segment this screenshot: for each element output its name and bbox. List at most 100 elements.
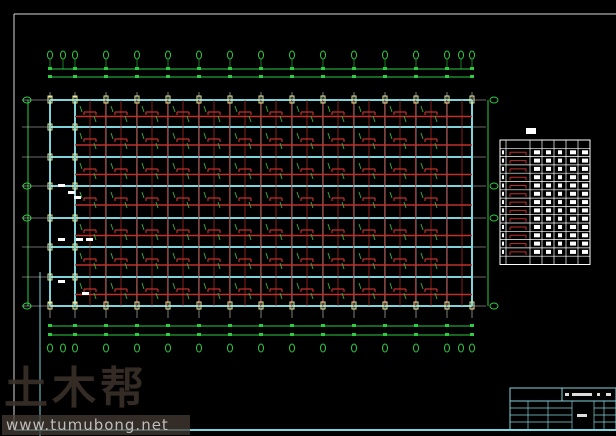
support-rebar-mark [269, 168, 283, 172]
support-rebar-mark [238, 111, 252, 115]
rebar-label-mark [296, 252, 314, 270]
table-rebar-shape [509, 226, 527, 230]
annotation-block [74, 196, 81, 199]
table-cell-text [534, 208, 540, 213]
rebar-label-mark [420, 132, 438, 150]
column [72, 273, 78, 281]
rebar-label-mark [296, 162, 314, 180]
column [103, 95, 109, 104]
rebar-label-mark [296, 282, 314, 300]
column [47, 153, 53, 161]
dimension-tick [48, 75, 52, 78]
rebar-label-mark [296, 105, 314, 123]
column [469, 301, 475, 310]
table-rebar-shape [509, 251, 527, 255]
support-rebar-mark [145, 197, 159, 201]
support-rebar-mark [362, 197, 376, 201]
dimension-tick [197, 75, 201, 78]
column [227, 301, 233, 310]
rebar-label-mark [203, 162, 221, 180]
dimension-tick [414, 324, 418, 327]
rebar-label-mark [141, 132, 159, 150]
column [134, 301, 140, 310]
rebar-label-mark [141, 105, 159, 123]
table-rebar-shape [509, 218, 527, 222]
table-cell-text [502, 241, 504, 246]
dimension-tick [135, 324, 139, 327]
rebar-label-mark [420, 282, 438, 300]
rebar-label-mark [327, 105, 345, 123]
column [444, 301, 450, 310]
dimension-tick [73, 324, 77, 327]
support-rebar-mark [238, 288, 252, 292]
dimension-tick [352, 333, 356, 336]
dimension-tick [290, 333, 294, 336]
rebar-label-mark [265, 132, 283, 150]
rebar-label-mark [420, 191, 438, 209]
support-rebar-mark [83, 138, 97, 142]
support-rebar-mark [362, 138, 376, 142]
table-cell-text [502, 216, 504, 221]
support-rebar-mark [300, 111, 314, 115]
rebar-label-mark [203, 282, 221, 300]
table-cell-text [502, 208, 504, 213]
rebar-label-mark [296, 132, 314, 150]
rebar-label-mark [358, 252, 376, 270]
rebar-label-mark [265, 223, 283, 241]
support-rebar-mark [238, 168, 252, 172]
dimension-tick [166, 75, 170, 78]
column [382, 301, 388, 310]
table-cell-text [534, 200, 540, 205]
support-rebar-mark [269, 288, 283, 292]
dimension-tick [445, 324, 449, 327]
column [351, 95, 357, 104]
rebar-label-mark [79, 223, 97, 241]
table-cell-text [502, 175, 504, 180]
support-rebar-mark [114, 138, 128, 142]
table-cell-text [582, 166, 588, 171]
watermark-url: www.tumubong.net [2, 415, 190, 435]
column [72, 96, 78, 104]
dimension-tick [321, 75, 325, 78]
axis-bubble-bottom [320, 343, 326, 353]
support-rebar-mark [331, 288, 345, 292]
rebar-label-mark [234, 132, 252, 150]
axis-bubble-top [413, 50, 419, 60]
support-rebar-mark [145, 258, 159, 262]
table-rebar-shape [509, 185, 527, 189]
title-block-text [577, 414, 587, 417]
column [47, 96, 53, 104]
table-cell-text [570, 158, 576, 163]
table-rebar-shape [509, 243, 527, 247]
table-rebar-shape [509, 151, 527, 156]
axis-bubble-top [47, 50, 53, 60]
table-cell-text [502, 183, 504, 188]
dimension-tick [135, 333, 139, 336]
rebar-label-mark [358, 223, 376, 241]
rebar-label-mark [172, 282, 190, 300]
table-cell-text [546, 150, 551, 155]
support-rebar-mark [269, 138, 283, 142]
table-cell-text [582, 150, 588, 155]
dimension-tick [166, 324, 170, 327]
table-cell-text [502, 158, 504, 163]
axis-bubble-bottom [289, 343, 295, 353]
rebar-label-mark [389, 105, 407, 123]
rebar-label-mark [296, 191, 314, 209]
rebar-label-mark [389, 252, 407, 270]
title-block-text [572, 393, 592, 396]
dimension-tick [259, 333, 263, 336]
table-cell-text [570, 175, 576, 180]
table-cell-text [582, 158, 588, 163]
support-rebar-mark [393, 288, 407, 292]
rebar-label-mark [389, 223, 407, 241]
support-rebar-mark [207, 288, 221, 292]
dimension-tick [352, 324, 356, 327]
column [413, 301, 419, 310]
rebar-label-mark [389, 191, 407, 209]
rebar-label-mark [110, 191, 128, 209]
axis-bubble-top [258, 50, 264, 60]
table-cell-text [546, 233, 551, 238]
support-rebar-mark [269, 229, 283, 233]
